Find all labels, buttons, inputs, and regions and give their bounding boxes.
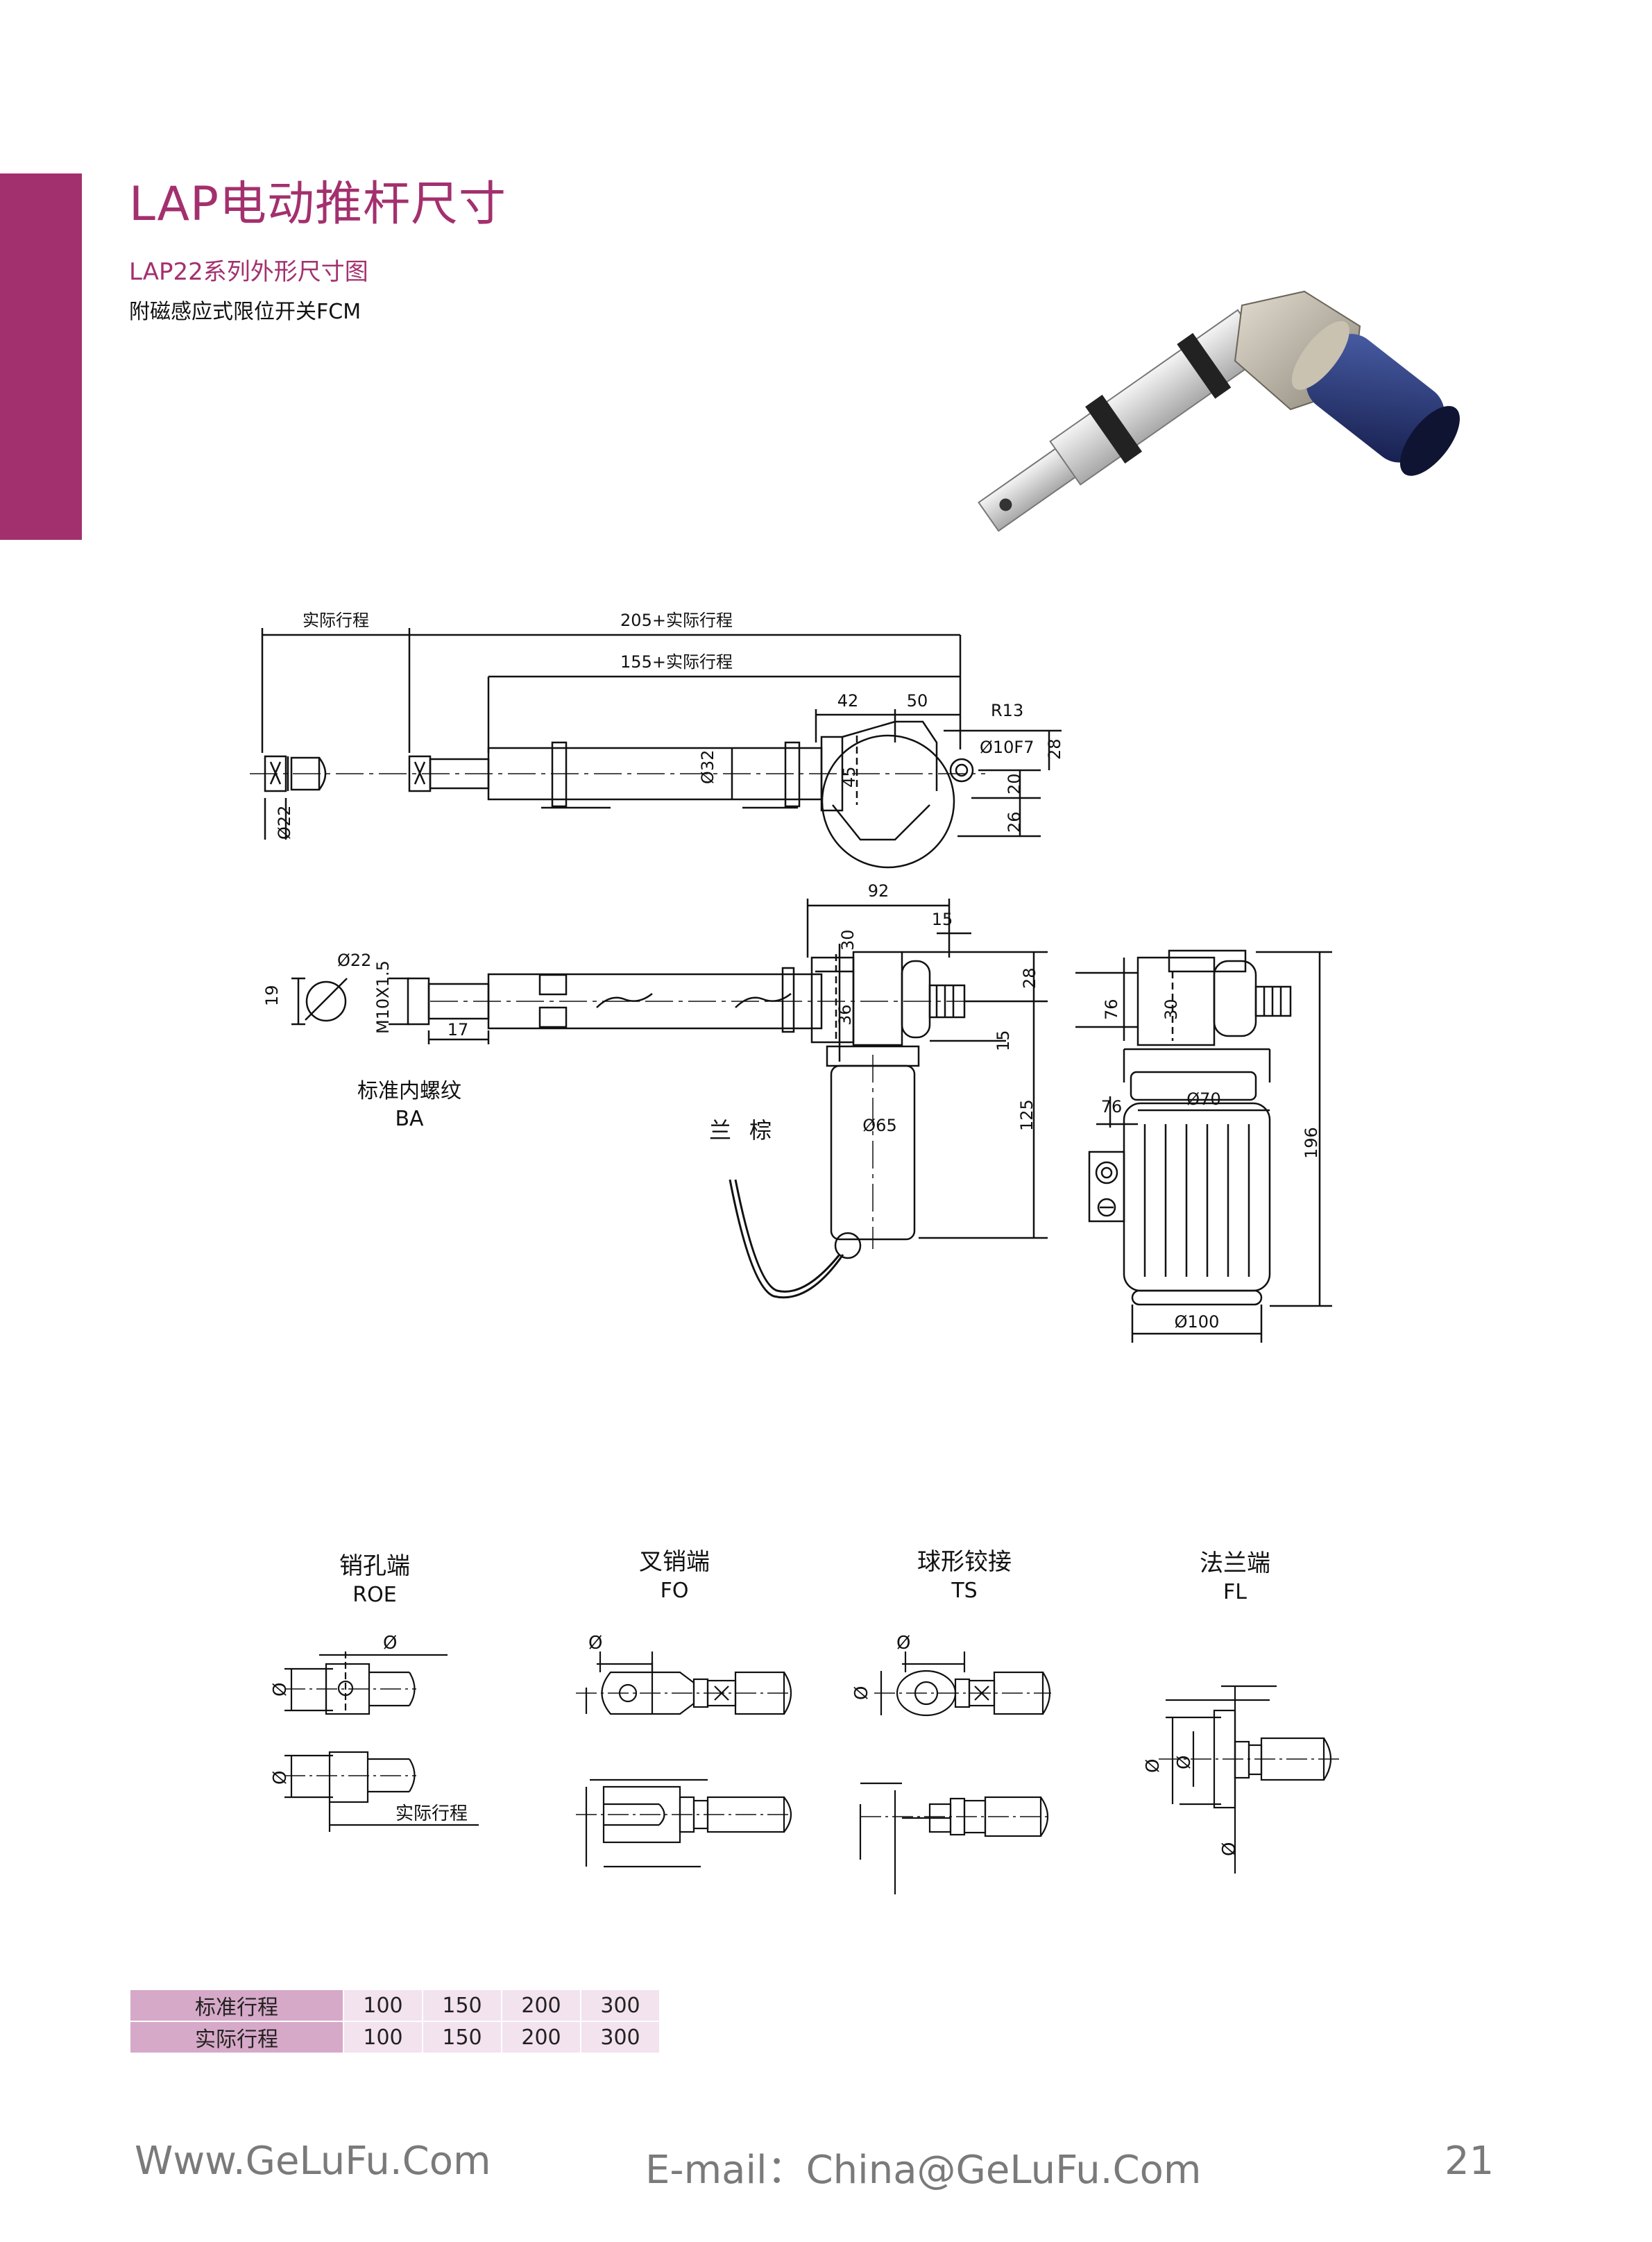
svg-text:42: 42: [837, 691, 859, 711]
svg-text:76: 76: [1102, 999, 1121, 1020]
end-roe-note: 实际行程: [395, 1803, 468, 1824]
svg-text:26: 26: [1005, 811, 1024, 833]
svg-text:155+实际行程: 155+实际行程: [620, 652, 733, 672]
svg-text:R13: R13: [991, 701, 1023, 720]
svg-text:28: 28: [1020, 967, 1039, 989]
table-cell: 150: [422, 2021, 502, 2054]
end-view: [1075, 949, 1332, 1343]
top-view: [250, 628, 1062, 869]
svg-text:Ø10F7: Ø10F7: [980, 738, 1034, 757]
svg-text:125: 125: [1017, 1099, 1037, 1131]
svg-text:Ø: Ø: [270, 1771, 291, 1785]
svg-text:棕: 棕: [749, 1117, 772, 1144]
side-accent-bar: [0, 173, 82, 540]
table-row: 标准行程 100 150 200 300: [129, 1989, 661, 2022]
svg-text:28: 28: [1045, 738, 1064, 760]
side-view: [291, 899, 1048, 1299]
svg-text:Ø70: Ø70: [1186, 1089, 1220, 1109]
end-ts-name: 球形铰接: [917, 1548, 1012, 1576]
svg-text:Ø65: Ø65: [862, 1116, 896, 1135]
svg-text:Ø: Ø: [1219, 1842, 1240, 1856]
svg-text:Ø: Ø: [270, 1683, 291, 1697]
table-cell: 100: [343, 2021, 423, 2054]
svg-text:Ø: Ø: [588, 1633, 602, 1654]
svg-text:30: 30: [838, 929, 858, 951]
svg-text:Ø22: Ø22: [275, 806, 294, 840]
page-title: LAP电动推杆尺寸: [129, 177, 506, 232]
svg-text:17: 17: [448, 1020, 469, 1039]
page-subtitle-switch: 附磁感应式限位开关FCM: [129, 300, 361, 324]
svg-text:15: 15: [994, 1030, 1013, 1051]
table-cell: 100: [343, 1989, 423, 2022]
svg-text:196: 196: [1302, 1127, 1321, 1159]
end-roe-code: ROE: [352, 1583, 396, 1607]
svg-text:Ø: Ø: [896, 1633, 910, 1654]
svg-text:50: 50: [907, 691, 928, 711]
svg-text:实际行程: 实际行程: [303, 611, 369, 630]
page-number: 21: [1445, 2139, 1495, 2184]
table-cell: 300: [580, 2021, 661, 2054]
end-fo-name: 叉销端: [639, 1548, 710, 1576]
svg-text:45: 45: [840, 766, 859, 788]
footer-email[interactable]: E-mail：China@GeLuFu.Com: [645, 2148, 1202, 2193]
table-row: 实际行程 100 150 200 300: [129, 2021, 661, 2054]
svg-text:Ø32: Ø32: [698, 750, 717, 784]
end-view-labels: 76 30 76 Ø70 196 Ø100: [1101, 999, 1321, 1332]
table-cell: 200: [501, 1989, 581, 2022]
page-subtitle: LAP22系列外形尺寸图: [129, 258, 368, 286]
svg-text:Ø22: Ø22: [337, 951, 371, 970]
svg-text:205+实际行程: 205+实际行程: [620, 611, 733, 630]
end-fl-code: FL: [1223, 1580, 1247, 1604]
table-row-label: 实际行程: [129, 2021, 344, 2054]
svg-text:Ø: Ø: [1174, 1756, 1195, 1769]
svg-text:76: 76: [1101, 1097, 1123, 1116]
product-photo: [978, 290, 1460, 532]
end-fl-name: 法兰端: [1200, 1549, 1270, 1577]
svg-text:Ø100: Ø100: [1175, 1312, 1220, 1332]
svg-text:M10X1.5: M10X1.5: [373, 960, 393, 1034]
svg-text:BA: BA: [395, 1107, 424, 1131]
footer-website[interactable]: Www.GeLuFu.Com: [135, 2139, 491, 2184]
stroke-table: 标准行程 100 150 200 300 实际行程 100 150 200 30…: [129, 1989, 661, 2054]
svg-text:Ø: Ø: [1143, 1759, 1164, 1773]
table-row-label: 标准行程: [129, 1989, 344, 2022]
end-ts-code: TS: [951, 1579, 977, 1603]
svg-text:30: 30: [1161, 999, 1181, 1020]
end-fo-code: FO: [661, 1579, 689, 1603]
end-fittings: 销孔端 ROE 叉销端 FO 球形铰接 TS 法兰端 FL: [270, 1548, 1339, 1894]
svg-text:92: 92: [868, 881, 889, 901]
top-view-labels: 实际行程 205+实际行程 155+实际行程 42 50 R13 Ø10F7 2…: [275, 611, 1064, 840]
table-cell: 150: [422, 1989, 502, 2022]
end-roe-name: 销孔端: [339, 1552, 410, 1580]
table-cell: 200: [501, 2021, 581, 2054]
table-cell: 300: [580, 1989, 661, 2022]
svg-text:19: 19: [262, 985, 282, 1006]
svg-text:兰: 兰: [709, 1117, 731, 1144]
svg-text:Ø: Ø: [851, 1686, 872, 1700]
svg-text:标准内螺纹: 标准内螺纹: [357, 1079, 461, 1103]
side-view-labels: 92 15 30 28 36 15 125 Ø65 Ø22 19 M10X1.5…: [262, 881, 1039, 1144]
svg-text:20: 20: [1005, 773, 1024, 795]
svg-text:Ø: Ø: [383, 1633, 397, 1654]
svg-text:36: 36: [835, 1004, 855, 1026]
svg-text:15: 15: [932, 910, 953, 929]
